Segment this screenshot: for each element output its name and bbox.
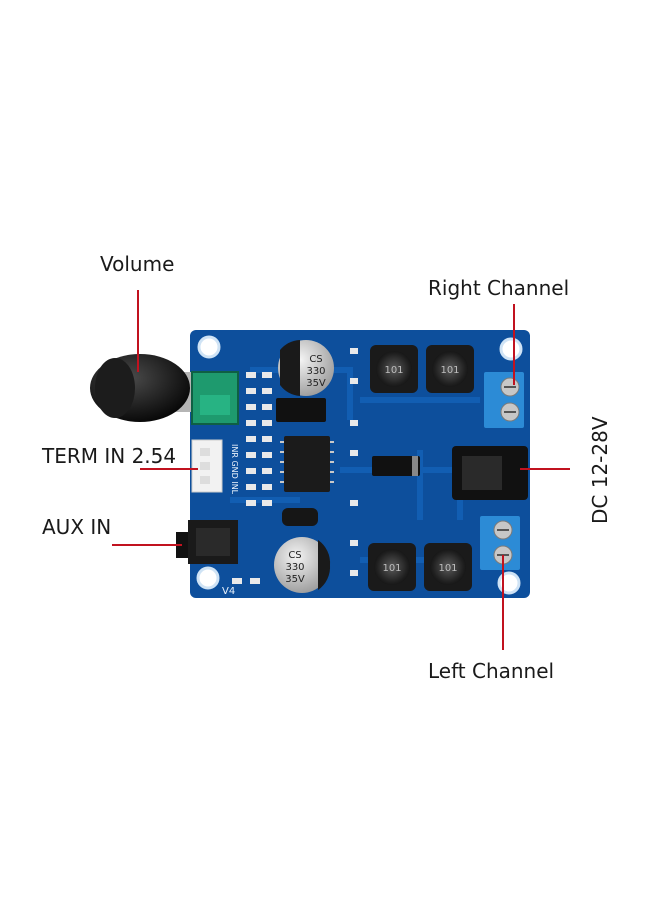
volume-knob: [90, 354, 205, 422]
chip-small: [276, 398, 326, 422]
right-channel-label: Right Channel: [428, 276, 570, 300]
cap-bottom-line1: CS: [288, 550, 301, 561]
term-in-label: TERM IN 2.54: [42, 444, 177, 468]
inductor-label: 101: [440, 365, 459, 376]
capacitor-bottom: CS 330 35V: [274, 537, 331, 593]
cap-top-line3: 35V: [306, 378, 326, 389]
dc-jack: [452, 446, 528, 500]
right-channel-terminal: [484, 372, 524, 428]
cap-top-line1: CS: [309, 354, 322, 365]
inductor-label: 101: [384, 365, 403, 376]
cap-top-line2: 330: [306, 366, 325, 377]
inductor-bottom-left: 101: [368, 543, 416, 591]
amplifier-chip: [284, 436, 330, 492]
inductor-label: 101: [382, 563, 401, 574]
small-cap-mid: [282, 508, 318, 526]
mounting-holes: [196, 335, 523, 595]
annotation-lines: [112, 290, 570, 650]
cap-bottom-line2: 330: [285, 562, 304, 573]
inductor-bottom-right: 101: [424, 543, 472, 591]
version-mark: V4: [222, 586, 235, 597]
connector-pins-mark: INR GND INL: [230, 444, 239, 495]
smd-components: [232, 348, 358, 584]
capacitor-top: CS 330 35V: [278, 340, 334, 396]
term-in-connector: [191, 439, 223, 493]
inductor-label: 101: [438, 563, 457, 574]
cap-bottom-line3: 35V: [285, 574, 305, 585]
dc-label: DC 12-28V: [588, 416, 612, 524]
inductor-top-right: 101: [426, 345, 474, 393]
left-channel-terminal: [480, 516, 520, 570]
diode: [372, 456, 420, 476]
left-channel-label: Left Channel: [428, 659, 555, 683]
volume-label: Volume: [100, 252, 175, 276]
inductor-top-left: 101: [370, 345, 418, 393]
aux-in-label: AUX IN: [42, 515, 112, 539]
aux-in-jack: [176, 520, 238, 564]
